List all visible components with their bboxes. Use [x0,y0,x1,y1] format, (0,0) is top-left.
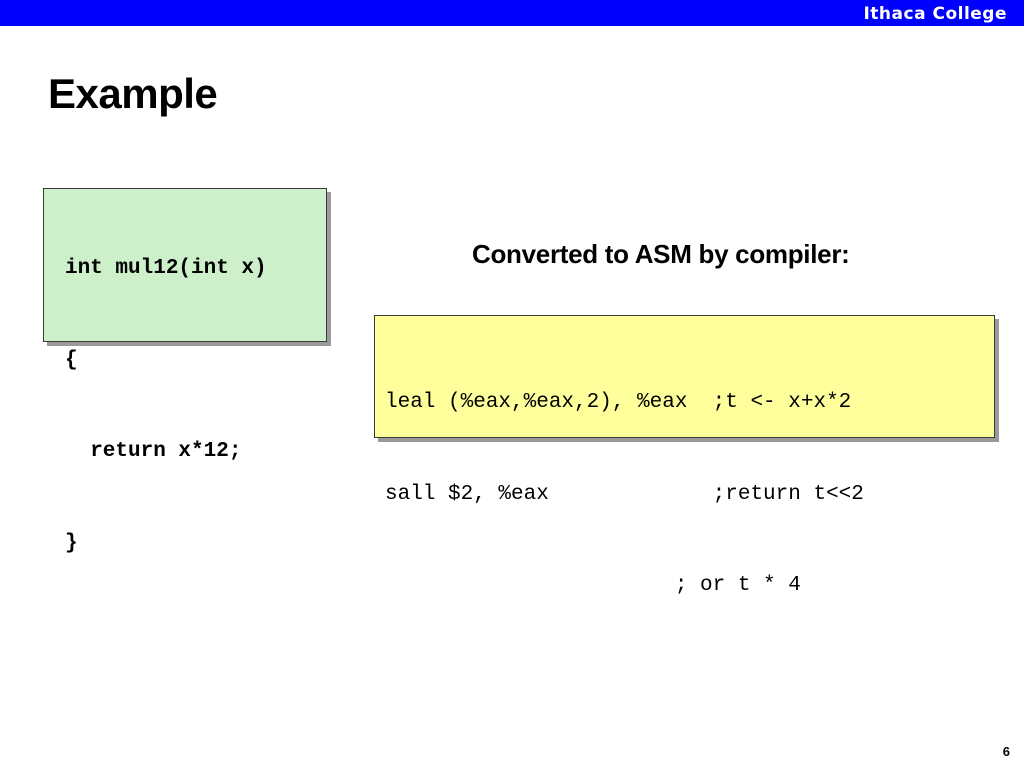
page-number: 6 [1002,744,1010,759]
c-code-line: return x*12; [65,440,242,463]
header-bar: Ithaca College [0,0,1024,26]
asm-code-line: sall $2, %eax ;return t<<2 [385,482,864,506]
slide-title: Example [48,70,218,117]
brand-logo-text: Ithaca College [863,4,1007,24]
asm-caption: Converted to ASM by compiler: [472,239,850,269]
asm-code-block: leal (%eax,%eax,2), %eax ;t <- x+x*2 sal… [374,315,995,597]
c-code-line: int mul12(int x) [65,257,267,280]
c-code-line: { [65,348,78,372]
c-code-line: } [65,531,78,555]
c-code-block: int mul12(int x) { return x*12; } [43,188,327,555]
asm-code-line: leal (%eax,%eax,2), %eax ;t <- x+x*2 [385,391,852,414]
asm-code-line: ; or t * 4 [385,574,801,597]
